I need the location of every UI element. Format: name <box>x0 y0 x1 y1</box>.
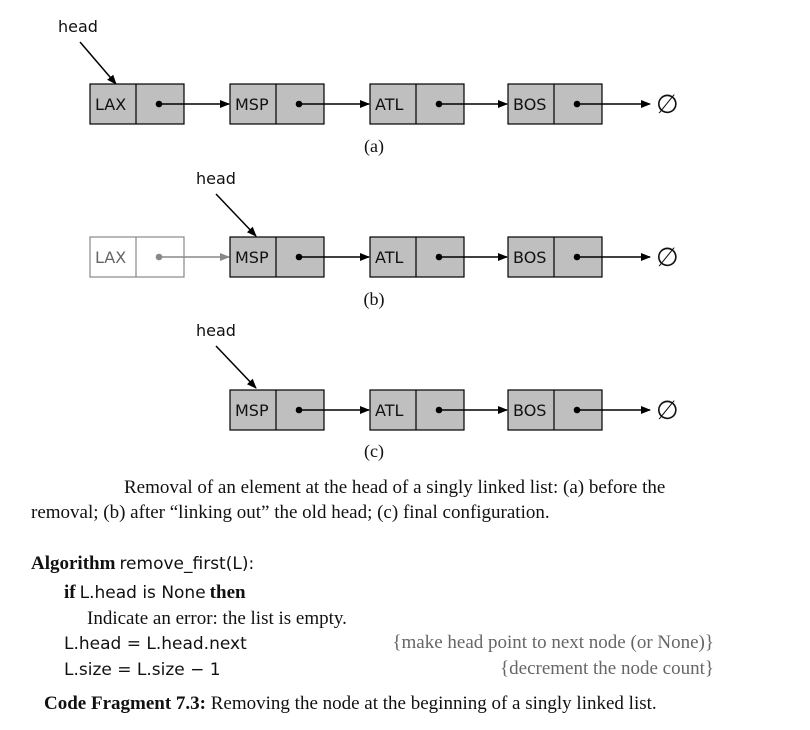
node-label-c-atl: ATL <box>375 401 403 420</box>
then-keyword: then <box>209 582 246 603</box>
node-label-b-atl: ATL <box>375 248 403 267</box>
algorithm-header: Algorithm remove_first(L): <box>31 553 254 575</box>
head-label-c: head <box>196 321 236 340</box>
node-label-a-msp: MSP <box>235 95 269 114</box>
comment-head: {make head point to next node (or None)} <box>392 632 714 653</box>
error-line: Indicate an error: the list is empty. <box>87 608 347 629</box>
head-label-b: head <box>196 169 236 188</box>
if-line: if L.head is None then <box>64 582 246 604</box>
node-label-b-bos: BOS <box>513 248 546 267</box>
node-label-a-bos: BOS <box>513 95 546 114</box>
head-arrow-b <box>215 193 257 237</box>
node-label-a-atl: ATL <box>375 95 403 114</box>
head-label-a: head <box>58 17 98 36</box>
node-label-b-msp: MSP <box>235 248 269 267</box>
if-keyword: if <box>64 582 76 603</box>
code-fragment-label: Code Fragment 7.3: <box>44 693 206 714</box>
sub-figure-label-a: (a) <box>364 136 384 157</box>
assign-head-line: L.head = L.head.next <box>64 634 247 654</box>
null-symbol-b: ∅ <box>656 243 679 273</box>
algorithm-keyword: Algorithm <box>31 553 116 574</box>
figure-caption-line-2: removal; (b) after “linking out” the old… <box>31 502 550 523</box>
code-fragment-caption: Code Fragment 7.3: Removing the node at … <box>44 693 657 715</box>
assign-size-line: L.size = L.size − 1 <box>64 660 221 680</box>
node-label-b-lax: LAX <box>95 248 126 267</box>
sub-figure-label-b: (b) <box>364 289 385 310</box>
head-arrow-c <box>215 345 257 389</box>
if-condition: L.head is None <box>79 583 206 603</box>
figure-caption-line-1: Removal of an element at the head of a s… <box>124 477 666 498</box>
null-symbol-a: ∅ <box>656 90 679 120</box>
sub-figure-label-c: (c) <box>364 441 384 462</box>
node-label-c-bos: BOS <box>513 401 546 420</box>
node-label-c-msp: MSP <box>235 401 269 420</box>
null-symbol-c: ∅ <box>656 396 679 426</box>
head-arrow-a <box>79 41 117 85</box>
comment-size: {decrement the node count} <box>500 658 714 679</box>
code-fragment-text: Removing the node at the beginning of a … <box>210 693 657 714</box>
node-label-a-lax: LAX <box>95 95 126 114</box>
algorithm-name: remove_first(L): <box>119 554 255 574</box>
